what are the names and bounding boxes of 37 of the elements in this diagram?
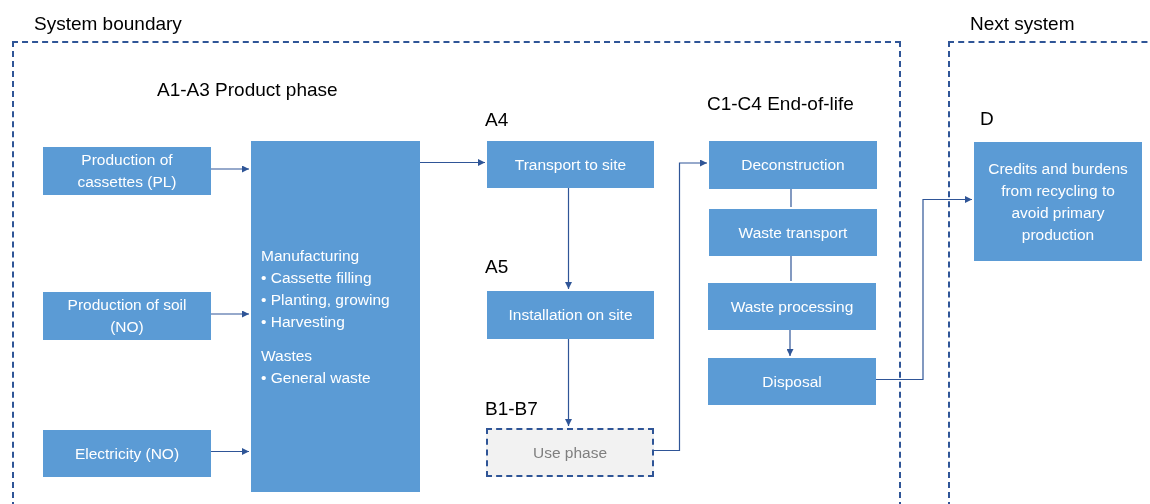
process-box (708, 358, 876, 405)
phase-label: C1-C4 End-of-life (707, 92, 854, 116)
box-text: Use phase (532, 442, 608, 463)
region-heading: System boundary (34, 12, 182, 36)
box-text: Wastes (261, 345, 314, 366)
process-box (709, 209, 877, 256)
phase-label: A4 (485, 108, 509, 132)
region-heading: Next system (970, 12, 1075, 36)
box-text: Electricity (NO) (74, 443, 180, 464)
box-text: • General waste (261, 367, 372, 388)
box-text: Production of soil (NO) (66, 295, 188, 337)
phase-label: A1-A3 Product phase (157, 78, 338, 102)
box-text: Waste transport (738, 222, 848, 243)
box-text: Manufacturing (261, 245, 361, 266)
process-box (43, 292, 211, 340)
box-text: Production of cassettes (PL) (76, 150, 178, 192)
phase-label: A5 (485, 255, 509, 279)
box-text: Transport to site (514, 154, 627, 175)
box-text: Disposal (762, 371, 822, 392)
process-box (486, 428, 654, 477)
process-box (251, 141, 420, 492)
process-box (487, 291, 654, 339)
box-text: Waste processing (730, 296, 854, 317)
box-text: • Planting, growing (261, 289, 391, 310)
box-text: • Cassette filling (261, 267, 373, 288)
process-box (974, 142, 1142, 261)
box-text: Credits and burdens from recycling to avoid primary production (987, 158, 1129, 245)
process-box (43, 147, 211, 195)
box-text: Installation on site (508, 305, 633, 325)
phase-label: D (980, 107, 994, 131)
box-text: • Harvesting (261, 311, 346, 332)
process-box (708, 283, 876, 330)
box-text: Deconstruction (741, 155, 845, 175)
process-box (487, 141, 654, 188)
phase-label: B1-B7 (485, 397, 538, 421)
process-box (709, 141, 877, 189)
process-box (43, 430, 211, 477)
